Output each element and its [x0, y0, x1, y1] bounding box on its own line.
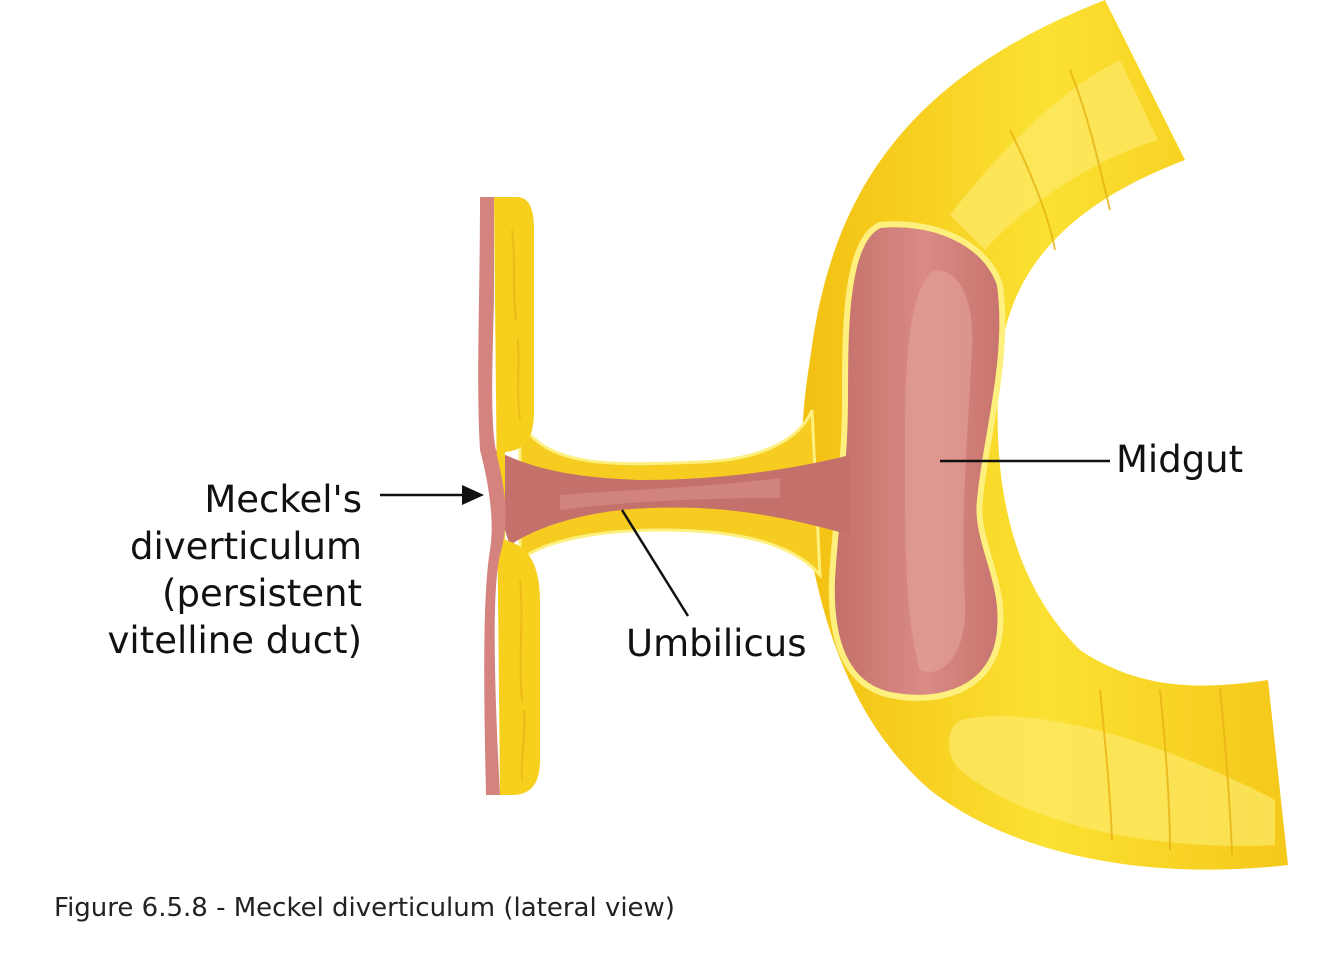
meckel-label-line-2: diverticulum — [130, 525, 362, 568]
figure-caption: Figure 6.5.8 - Meckel diverticulum (late… — [54, 893, 675, 923]
vitelline-duct-lumen-light — [560, 478, 780, 510]
midgut-fold-lines — [1009, 69, 1233, 856]
abdominal-wall-pink — [478, 197, 506, 795]
midgut-loop-highlight-lower — [948, 716, 1275, 846]
umbilicus-label: Umbilicus — [626, 622, 807, 665]
midgut-label: Midgut — [1116, 438, 1244, 481]
abdominal-wall-fold-lines — [511, 229, 526, 781]
meckel-label-line-4: vitelline duct) — [107, 619, 362, 662]
meckel-diverticulum-label: Meckel's diverticulum (persistent vitell… — [108, 476, 362, 664]
leader-lines — [380, 459, 1110, 617]
midgut-loop-highlight — [950, 60, 1158, 250]
meckel-label-line-1: Meckel's — [204, 478, 362, 521]
abdominal-wall-yellow — [494, 197, 540, 795]
arrowhead-icon — [462, 485, 484, 505]
midgut-lumen-highlight — [905, 270, 973, 672]
meckel-label-line-3: (persistent — [162, 572, 362, 615]
umbilicus-leader-line — [620, 509, 690, 617]
